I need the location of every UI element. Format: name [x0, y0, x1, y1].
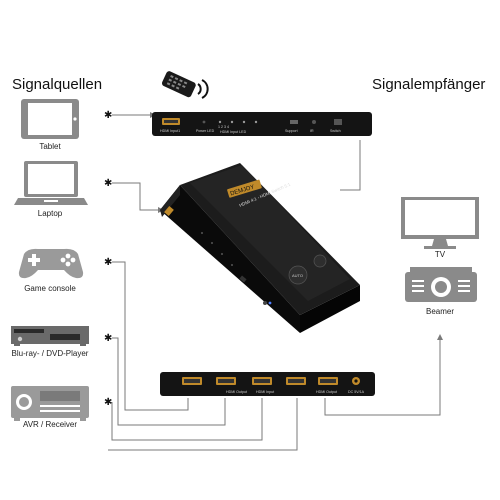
hdmi-switch-device: DEMJOY HDMI 4:1 - HDMI Switch 5:1 AUTO [150, 155, 370, 340]
svg-text:✱: ✱ [104, 110, 112, 121]
top-panel-label-switch: Switch [330, 129, 341, 133]
top-panel-label-ir: IR [310, 129, 314, 133]
svg-text:✱: ✱ [104, 178, 112, 189]
top-panel-label-numbers: 1 2 3 4 [218, 125, 229, 129]
tv-icon [400, 196, 480, 255]
source-label-avr: AVR / Receiver [22, 420, 78, 429]
source-label-bluray: Blu-ray- / DVD-Player [11, 349, 89, 358]
remote-control-icon [158, 70, 210, 109]
receiver-label-tv: TV [434, 250, 446, 259]
front-hdmi-port [164, 206, 174, 216]
bottom-panel-label-output: HDMI Output [316, 390, 337, 394]
device-top-panel: HDMI Input1 Power LED 1 2 3 4 HDMI Input… [152, 112, 372, 143]
tablet-icon [20, 98, 80, 145]
svg-text:AUTO: AUTO [292, 273, 303, 278]
top-panel-label-input1: HDMI Input1 [160, 129, 180, 133]
source-label-game-console: Game console [24, 284, 76, 293]
receiver-icon [10, 385, 90, 426]
top-panel-label-power-led: Power LED [196, 129, 215, 133]
bottom-panel-label-output-left: HDMI Output [226, 390, 247, 394]
source-label-tablet: Tablet [39, 142, 61, 151]
svg-text:✱: ✱ [104, 333, 112, 344]
receivers-heading: Signalempfänger [372, 76, 486, 93]
sources-heading: Signalquellen [12, 76, 103, 93]
bottom-panel-label-input: HDMI Input [256, 390, 274, 394]
receiver-label-beamer: Beamer [425, 307, 454, 316]
bottom-panel-label-dc: DC 5V/1A [348, 390, 365, 394]
device-bottom-panel: HDMI Output HDMI Input HDMI Output DC 5V… [160, 372, 375, 403]
select-button[interactable] [313, 254, 327, 268]
projector-icon [404, 266, 478, 311]
disc-player-icon [10, 325, 90, 352]
svg-text:✱: ✱ [104, 397, 112, 408]
source-label-laptop: Laptop [37, 209, 63, 218]
auto-button[interactable] [288, 265, 308, 285]
svg-text:✱: ✱ [104, 257, 112, 268]
top-panel-label-input-led: HDMI Input LED [220, 130, 247, 134]
gamepad-icon [18, 246, 84, 285]
laptop-icon [14, 160, 88, 211]
top-panel-label-support: Support [285, 129, 298, 133]
